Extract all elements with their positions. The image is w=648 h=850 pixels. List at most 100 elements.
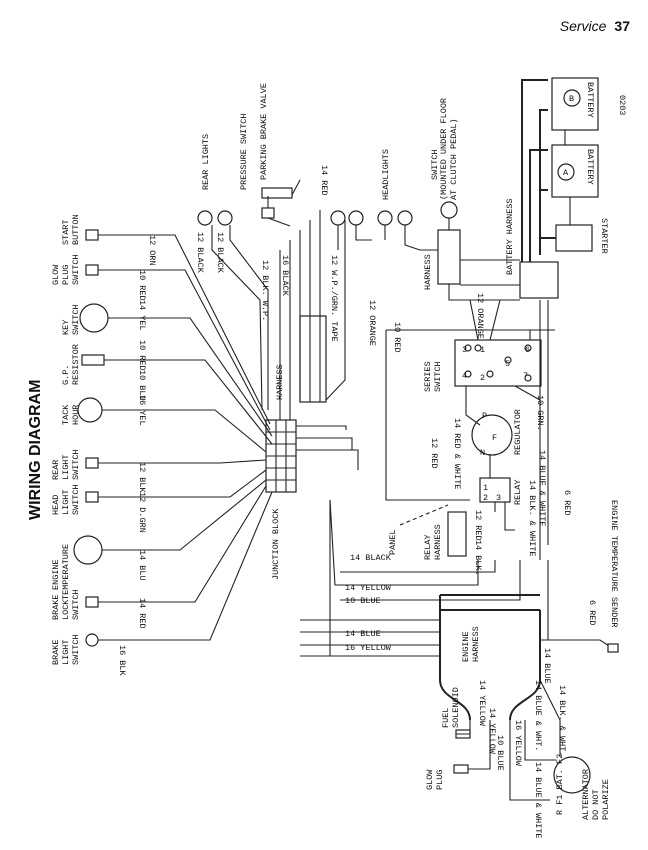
wl-10blue2: 10 BLUE [495,735,505,771]
wl-14black: 14 BLACK [350,553,392,563]
glow-plug: GLOW PLUG [425,764,469,790]
gps-l3: SWITCH [71,254,81,285]
relay-harness: RELAY HARNESS [423,511,467,560]
wl-16yellow2: 16 YELLOW [513,720,523,767]
clutch-switch-l2: (MOUNTED UNDER FLOOR [439,98,449,200]
bls-l3: SWITCH [71,589,81,620]
battery-b-label: BATTERY [585,82,595,118]
alt-terminals: R F1 BAT. F2 [555,754,565,815]
wl-16yellow: 16 YELLOW [345,643,392,653]
wl-14blkwht: 14 BLK. & WHT. [557,685,567,756]
parking-brake-valve: PARKING BRAKE VALVE [259,83,293,199]
wl-14yellow3: 14 YELLOW [487,708,497,755]
wl-14blk: 14 BLK. [473,540,483,576]
bls-l2: LOCK [61,599,71,620]
ss-l2: SWITCH [433,361,443,392]
wl-10grn: 10 GRN. [535,395,545,431]
wl-12blkwp: 12 BLK. W.P. [260,260,270,321]
diagram-title: WIRING DIAGRAM [27,380,44,520]
wl-16blk: 16 BLK [117,645,127,677]
ets-label-v: ENGINE TEMPERATURE SENDER [609,500,619,628]
junction-block-label: JUNCTION BLOCK [271,508,281,580]
brls-l1: BRAKE [51,639,61,665]
reg-f: F [492,433,497,443]
wl-16yel: 16 YEL [137,395,147,426]
start-button-l2: BUTTON [71,214,81,245]
wl-14bluewhite: 14 BLUE & WHITE [537,450,547,527]
rh-l2: HARNESS [433,524,443,560]
parking-brake-valve-label: PARKING BRAKE VALVE [259,83,269,180]
battery-a-label: BATTERY [585,149,595,185]
et-l2: TEMPERATURE [61,544,71,600]
hls-l3: SWITCH [71,484,81,515]
relay-t2: 2 [483,493,488,503]
wl-10red2: 10 RED [137,340,147,371]
gpr-l2: RESISTOR [71,344,81,385]
wl-12black: 12 BLACK [195,232,205,274]
clutch-switch-l3: AT CLUTCH PEDAL) [449,118,459,200]
wl-16black: 16 BLACK [280,255,290,297]
pressure-switch-label: PRESSURE SWITCH [239,113,249,190]
wl-14blkwhite: 14 BLK. & WHITE [527,480,537,557]
ss-t5: 5 [505,359,510,369]
clutch-switch: SWITCH (MOUNTED UNDER FLOOR AT CLUTCH PE… [430,98,459,219]
fs-l2: SOLENOID [451,687,461,728]
ss-t3: 3 [462,345,467,355]
brls-l2: LIGHT [61,639,71,665]
battery-b: B BATTERY [551,77,599,131]
ss-t2: 2 [480,373,485,383]
gps-l1: GLOW [51,264,61,285]
wl-14bluewht: 14 BLUE & WHT. [533,680,543,751]
series-switch: 3 1 4 2 5 6 7 SERIES SWITCH [423,339,542,392]
wl-6red2: 6 RED [587,600,597,626]
eh-l2: HARNESS [471,626,481,662]
wl-12red: 12 RED [429,438,439,469]
ss-t4: 4 [462,371,467,381]
battery-harness-label-v: BATTERY HARNESS [505,198,515,275]
wl-12wpgrn: 12 W.P./GRN. TAPE [329,255,339,342]
reg-n: N [480,448,485,458]
fuel-solenoid: FUEL SOLENOID [441,687,471,739]
gp-l1: GLOW [425,769,435,790]
wl-14blu: 14 BLU [137,550,147,581]
alt-l3: POLARIZE [601,779,611,820]
start-button: START BUTTON [61,214,99,245]
key-switch-l2: SWITCH [71,304,81,335]
rls-l1: REAR [51,460,61,480]
gps-l2: PLUG [61,265,71,285]
tach-l2: HOUR [71,405,81,425]
wl-12orange2: 12 ORANGE [475,293,485,339]
relay-label: RELAY [513,479,523,505]
rear-lights-a [330,210,364,226]
wl-14blue: 14 BLUE [345,629,381,639]
alternator: R F1 BAT. F2 ALTERNATOR DO NOT POLARIZE [553,754,611,820]
brake-light-switch: BRAKE LIGHT SWITCH [51,633,99,665]
hls-l1: HEAD [51,495,61,515]
eh-l1: ENGINE [461,631,471,662]
brls-l3: SWITCH [71,634,81,665]
head-light-switch: HEAD LIGHT SWITCH [51,484,99,515]
wl-12red2: 12 RED [473,510,483,541]
engine-harness: ENGINE HARNESS [439,594,541,721]
regulator-label: REGULATOR [513,409,523,455]
rls-l3: SWITCH [71,449,81,480]
junction-block: JUNCTION BLOCK [265,419,297,580]
wl-10blu: 10 BLU [137,370,147,401]
engine-temperature-sender: ENGINE TEMPERATURE SENDER ENGINE TEMPERA… [607,500,619,653]
relay-t3: 3 [496,493,501,503]
alt-l2: DO NOT [591,789,601,820]
headlights: HEADLIGHTS [377,149,413,226]
battery-harness: BATTERY HARNESS BATTERY HARNESS [505,198,559,299]
headlights-label: HEADLIGHTS [381,149,391,200]
ss-l1: SERIES [423,361,433,392]
hls-l2: LIGHT [61,489,71,515]
page-number: 37 [614,18,630,34]
starter: STARTER [555,218,609,254]
battery-b-letter: B [569,94,574,104]
wl-10red: 10 RED [137,270,147,301]
wl-6red: 6 RED [562,490,572,516]
wl-14red: 14 RED [137,598,147,629]
rear-light-switch: REAR LIGHT SWITCH [51,449,99,480]
